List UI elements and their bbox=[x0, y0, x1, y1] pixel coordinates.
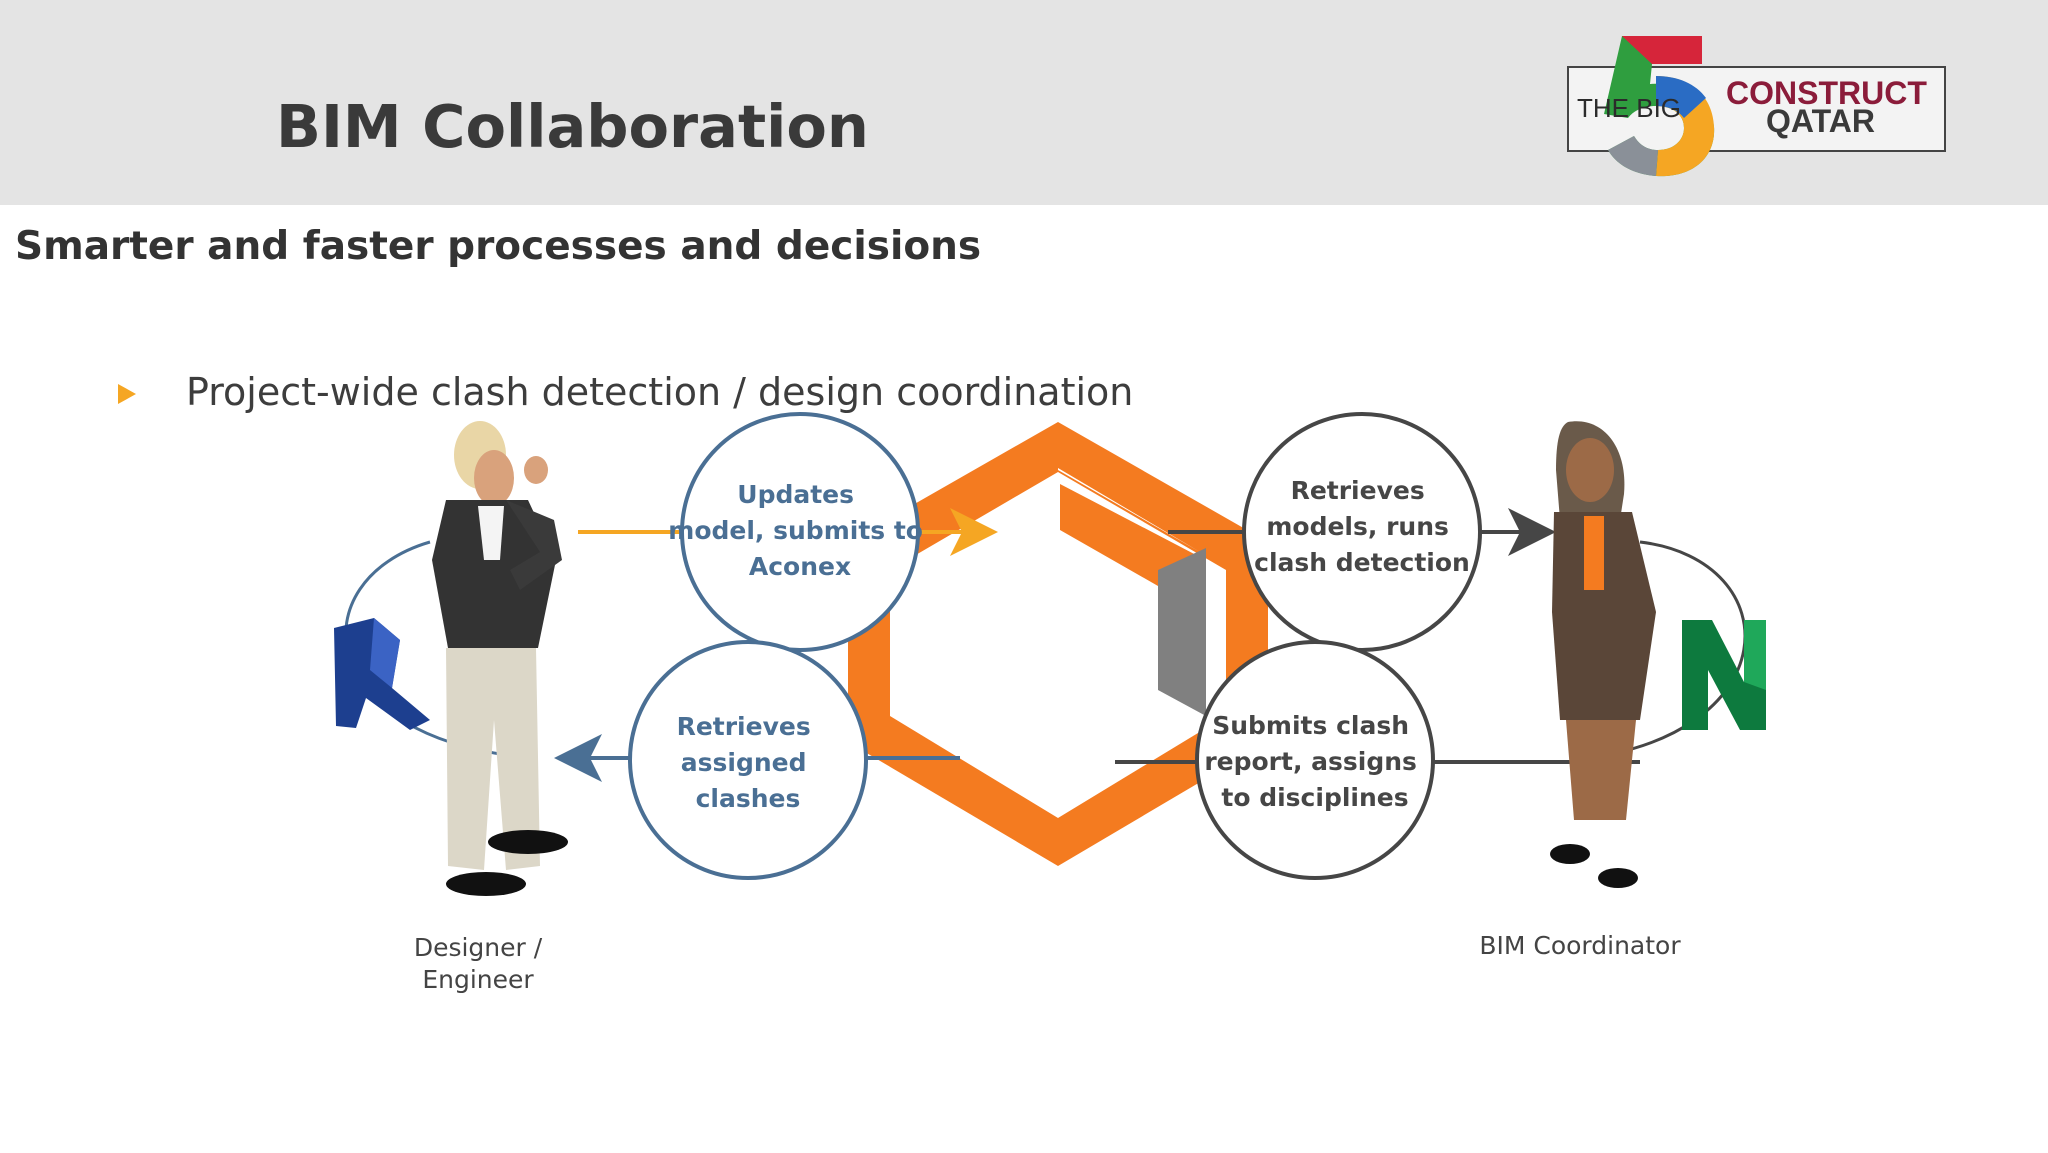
bubble-3-line-3: clashes bbox=[696, 784, 801, 813]
logo-prefix: THE BIG bbox=[1577, 93, 1682, 123]
bubble-retrieves-models: Retrieves models, runs clash detection bbox=[1242, 412, 1482, 652]
coordinator-caption: BIM Coordinator bbox=[1479, 931, 1681, 960]
designer-caption-line-2: Engineer bbox=[422, 965, 534, 994]
designer-caption: Designer / Engineer bbox=[398, 932, 558, 996]
bubble-1-line-2: model, submits to bbox=[668, 516, 923, 545]
logo-line2: QATAR bbox=[1766, 103, 1876, 139]
bubble-2-line-1: Retrieves bbox=[1291, 476, 1425, 505]
logo-line1: CONSTRUCT bbox=[1726, 75, 1927, 111]
designer-caption-line-1: Designer / bbox=[413, 933, 543, 962]
svg-text:Submits clash report, as: Submits clash report, assigns to discipl… bbox=[1204, 711, 1425, 812]
bubble-updates-model: Updates model, submits to Aconex bbox=[668, 412, 931, 652]
svg-text:Retrieves models, runs: Retrieves models, runs clash detection bbox=[1254, 476, 1470, 577]
svg-text:Updates model, submits t: Updates model, submits to Aconex bbox=[668, 480, 931, 581]
bubble-4-line-3: to disciplines bbox=[1221, 783, 1408, 812]
revit-logo-icon bbox=[334, 618, 430, 730]
bubble-2-line-3: clash detection bbox=[1254, 548, 1470, 577]
coordinator-loop bbox=[1569, 540, 1747, 762]
bubble-submits-report: Submits clash report, assigns to discipl… bbox=[1195, 640, 1435, 880]
big5-numeral-icon bbox=[1604, 36, 1715, 177]
bubble-4-line-1: Submits clash bbox=[1212, 711, 1409, 740]
bubble-1-line-3: Aconex bbox=[749, 552, 851, 581]
bullet-arrow-icon bbox=[118, 384, 136, 404]
navisworks-logo-icon bbox=[1682, 620, 1766, 730]
bubble-3-line-1: Retrieves bbox=[677, 712, 811, 741]
bubble-1-line-1: Updates bbox=[737, 480, 854, 509]
designer-figure bbox=[432, 421, 568, 896]
bubble-3-line-2: assigned bbox=[681, 748, 807, 777]
svg-text:Retrieves assigned: Retrieves assigned clashes bbox=[677, 712, 820, 813]
slide-subtitle: Smarter and faster processes and decisio… bbox=[15, 224, 982, 269]
bubble-retrieves-clashes: Retrieves assigned clashes bbox=[628, 640, 868, 880]
coordinator-figure bbox=[1550, 421, 1656, 888]
bullet-text: Project-wide clash detection / design co… bbox=[186, 370, 1134, 414]
bubble-2-line-2: models, runs bbox=[1266, 512, 1449, 541]
slide-title: BIM Collaboration bbox=[276, 92, 869, 161]
bubble-4-line-2: report, assigns bbox=[1204, 747, 1417, 776]
